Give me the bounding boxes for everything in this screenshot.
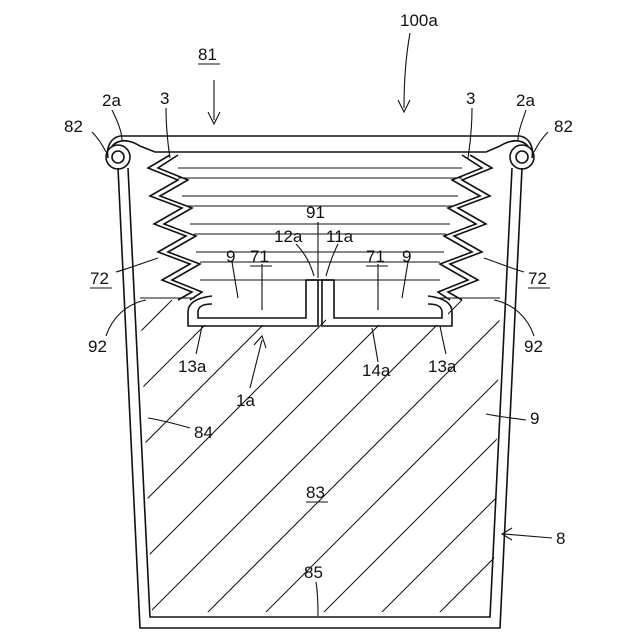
- label-12a: 12a: [274, 227, 303, 246]
- lid-base: [188, 280, 452, 326]
- cup-body: [118, 168, 522, 628]
- label-9-left: 9: [226, 247, 235, 266]
- hatch-line: [470, 300, 640, 640]
- label-92-right: 92: [524, 337, 543, 356]
- label-13a-left: 13a: [178, 357, 207, 376]
- hatch-line: [586, 300, 640, 640]
- label-91: 91: [306, 203, 325, 222]
- hatch-line: [0, 300, 172, 640]
- bellows-left: [148, 155, 202, 300]
- label-72-left: 72: [90, 269, 109, 288]
- label-92-left: 92: [88, 337, 107, 356]
- label-8: 8: [556, 529, 565, 548]
- label-2a-right: 2a: [516, 91, 535, 110]
- rim-curl-right: [510, 145, 534, 169]
- label-11a: 11a: [326, 227, 354, 246]
- hatch-line: [0, 300, 230, 640]
- label-82-left: 82: [64, 117, 83, 136]
- hatch-line: [180, 300, 520, 640]
- label-3-right: 3: [466, 89, 475, 108]
- label-2a-left: 2a: [102, 91, 121, 110]
- bellows-fold-lines: [178, 168, 462, 280]
- label-71-right: 71: [366, 247, 385, 266]
- label-85: 85: [304, 563, 323, 582]
- hatch-line: [528, 300, 640, 640]
- rim-curl-left: [106, 145, 130, 169]
- label-82-right: 82: [554, 117, 573, 136]
- hatch-line: [122, 300, 462, 640]
- label-14a: 14a: [362, 361, 391, 380]
- label-100a: 100a: [400, 11, 438, 30]
- label-3-left: 3: [160, 89, 169, 108]
- hatch-line: [6, 300, 346, 640]
- bellows-right: [438, 155, 492, 300]
- hatch-line: [296, 300, 636, 640]
- hatch-line: [0, 300, 56, 640]
- label-83: 83: [306, 483, 325, 502]
- label-81: 81: [198, 45, 217, 64]
- label-9-content: 9: [530, 409, 539, 428]
- label-13a-right: 13a: [428, 357, 457, 376]
- label-1a: 1a: [236, 391, 255, 410]
- label-71-left: 71: [250, 247, 269, 266]
- hatch-line: [64, 300, 404, 640]
- label-72-right: 72: [528, 269, 547, 288]
- hatch-line: [0, 300, 288, 640]
- label-84: 84: [194, 423, 213, 442]
- label-9-right: 9: [402, 247, 411, 266]
